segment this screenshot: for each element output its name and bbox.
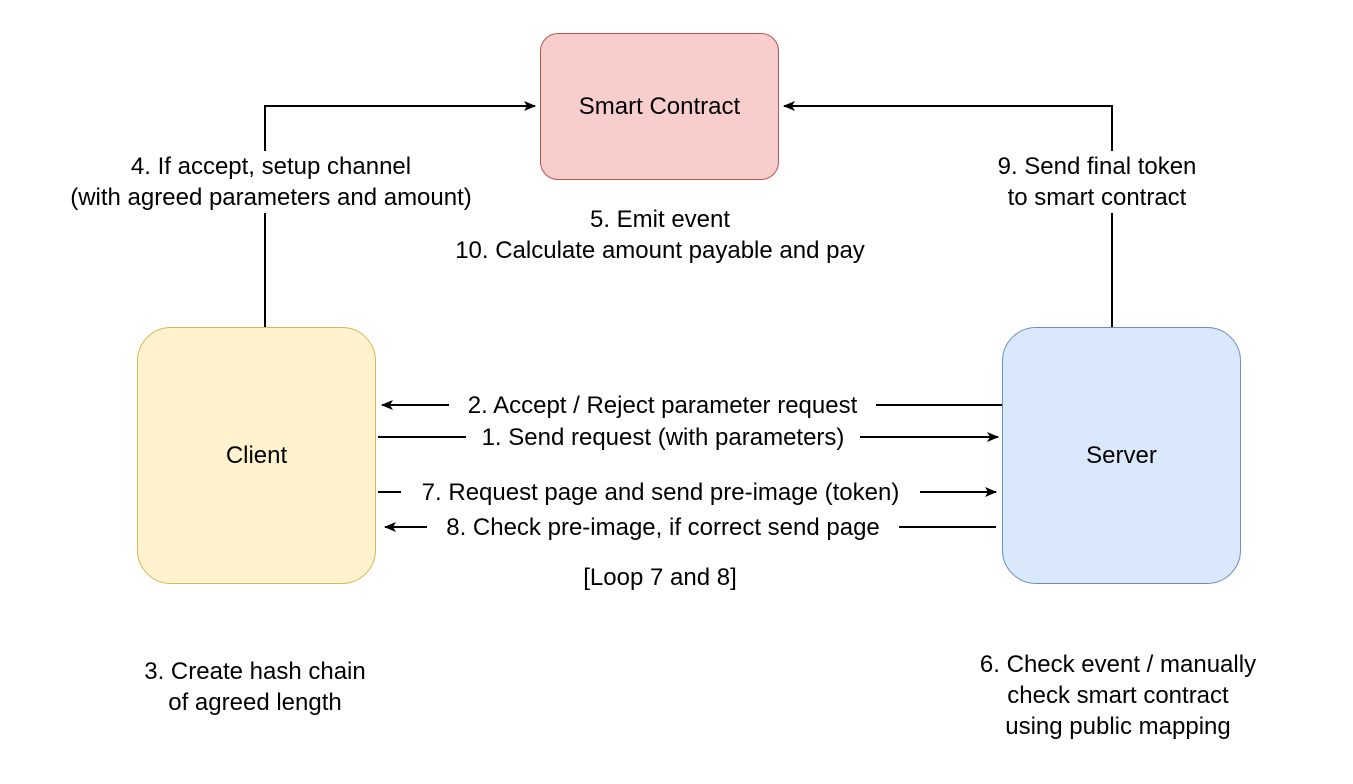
server-note-line3: using public mapping <box>1005 713 1231 740</box>
send-final-token-label: 9. Send final token to smart contract <box>976 151 1218 213</box>
setup-channel-label-line1: 4. If accept, setup channel <box>130 153 412 180</box>
contract-note-line2: 10. Calculate amount payable and pay <box>455 237 865 264</box>
setup-channel-label: 4. If accept, setup channel (with agreed… <box>53 151 489 213</box>
client-note: 3. Create hash chain of agreed length <box>110 656 400 718</box>
server-note-line2: check smart contract <box>1007 682 1229 709</box>
contract-note-line1: 5. Emit event <box>589 206 731 233</box>
check-preimage-label: 8. Check pre-image, if correct send page <box>427 512 899 543</box>
server-label: Server <box>1086 441 1157 469</box>
client-note-line1: 3. Create hash chain <box>144 658 366 685</box>
server-note-line1: 6. Check event / manually <box>979 651 1257 678</box>
accept-reject-label: 2. Accept / Reject parameter request <box>449 390 876 421</box>
send-request-label: 1. Send request (with parameters) <box>466 422 860 453</box>
server-note: 6. Check event / manually check smart co… <box>960 649 1276 742</box>
smart-contract-label: Smart Contract <box>578 92 741 120</box>
client-note-line2: of agreed length <box>168 689 342 716</box>
send-final-token-label-line1: 9. Send final token <box>997 153 1197 180</box>
client-label: Client <box>225 441 288 469</box>
edge-setup-channel <box>264 101 536 327</box>
contract-note: 5. Emit event 10. Calculate amount payab… <box>420 204 900 266</box>
client-node: Client <box>137 327 376 584</box>
edge-send-final-token <box>783 101 1113 327</box>
request-page-label: 7. Request page and send pre-image (toke… <box>401 477 920 508</box>
smart-contract-node: Smart Contract <box>540 33 779 180</box>
send-final-token-label-line2: to smart contract <box>1007 184 1187 211</box>
setup-channel-label-line2: (with agreed parameters and amount) <box>70 184 472 211</box>
server-node: Server <box>1002 327 1241 584</box>
loop-note: [Loop 7 and 8] <box>583 564 737 591</box>
